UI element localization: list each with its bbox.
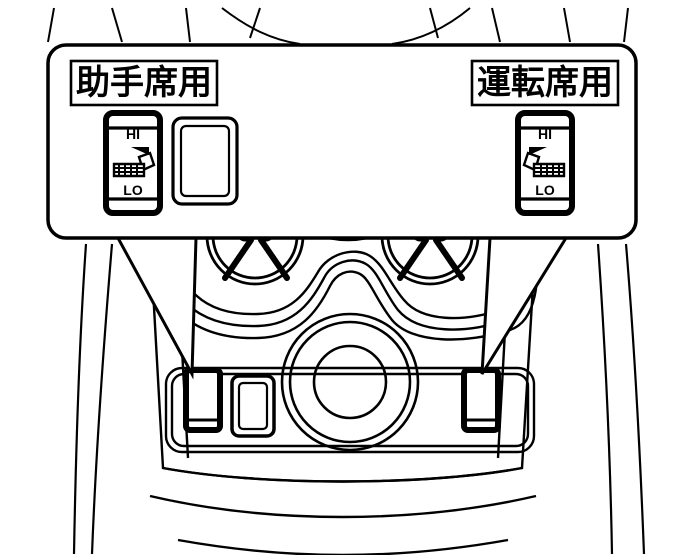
driver-switch-hi-label: HI	[538, 126, 552, 142]
driver-switch-lo-label: LO	[535, 182, 555, 198]
blank-switch[interactable]	[230, 374, 276, 438]
dashboard-top-lines	[47, 7, 629, 45]
passenger-switch-hi-label: HI	[126, 126, 140, 142]
passenger-label-text: 助手席用	[76, 63, 212, 103]
arrow-right-icon	[529, 147, 547, 155]
seat-heater-switch-passenger[interactable]	[183, 367, 223, 433]
passenger-label-box: 助手席用	[69, 59, 219, 107]
arrow-left-icon	[131, 147, 149, 155]
heated-seat-icon	[522, 147, 566, 178]
round-air-vent-left	[205, 235, 305, 286]
switch-tray-bezel	[164, 366, 536, 454]
driver-label-text: 運転席用	[477, 63, 613, 103]
driver-seat-heater-switch[interactable]: HI LO	[515, 110, 575, 216]
passenger-seat-heater-switch[interactable]: HI LO	[103, 110, 163, 216]
round-air-vent-right	[380, 235, 480, 286]
blank-rocker-switch[interactable]	[171, 116, 239, 206]
seat-heater-switch-driver[interactable]	[461, 367, 501, 433]
driver-label-box: 運転席用	[470, 59, 620, 107]
cabin-side-lines	[72, 243, 646, 555]
heated-seat-icon	[112, 147, 156, 178]
center-control-dial[interactable]	[280, 312, 420, 452]
callout-leader-right	[480, 236, 569, 375]
passenger-switch-lo-label: LO	[123, 182, 143, 198]
